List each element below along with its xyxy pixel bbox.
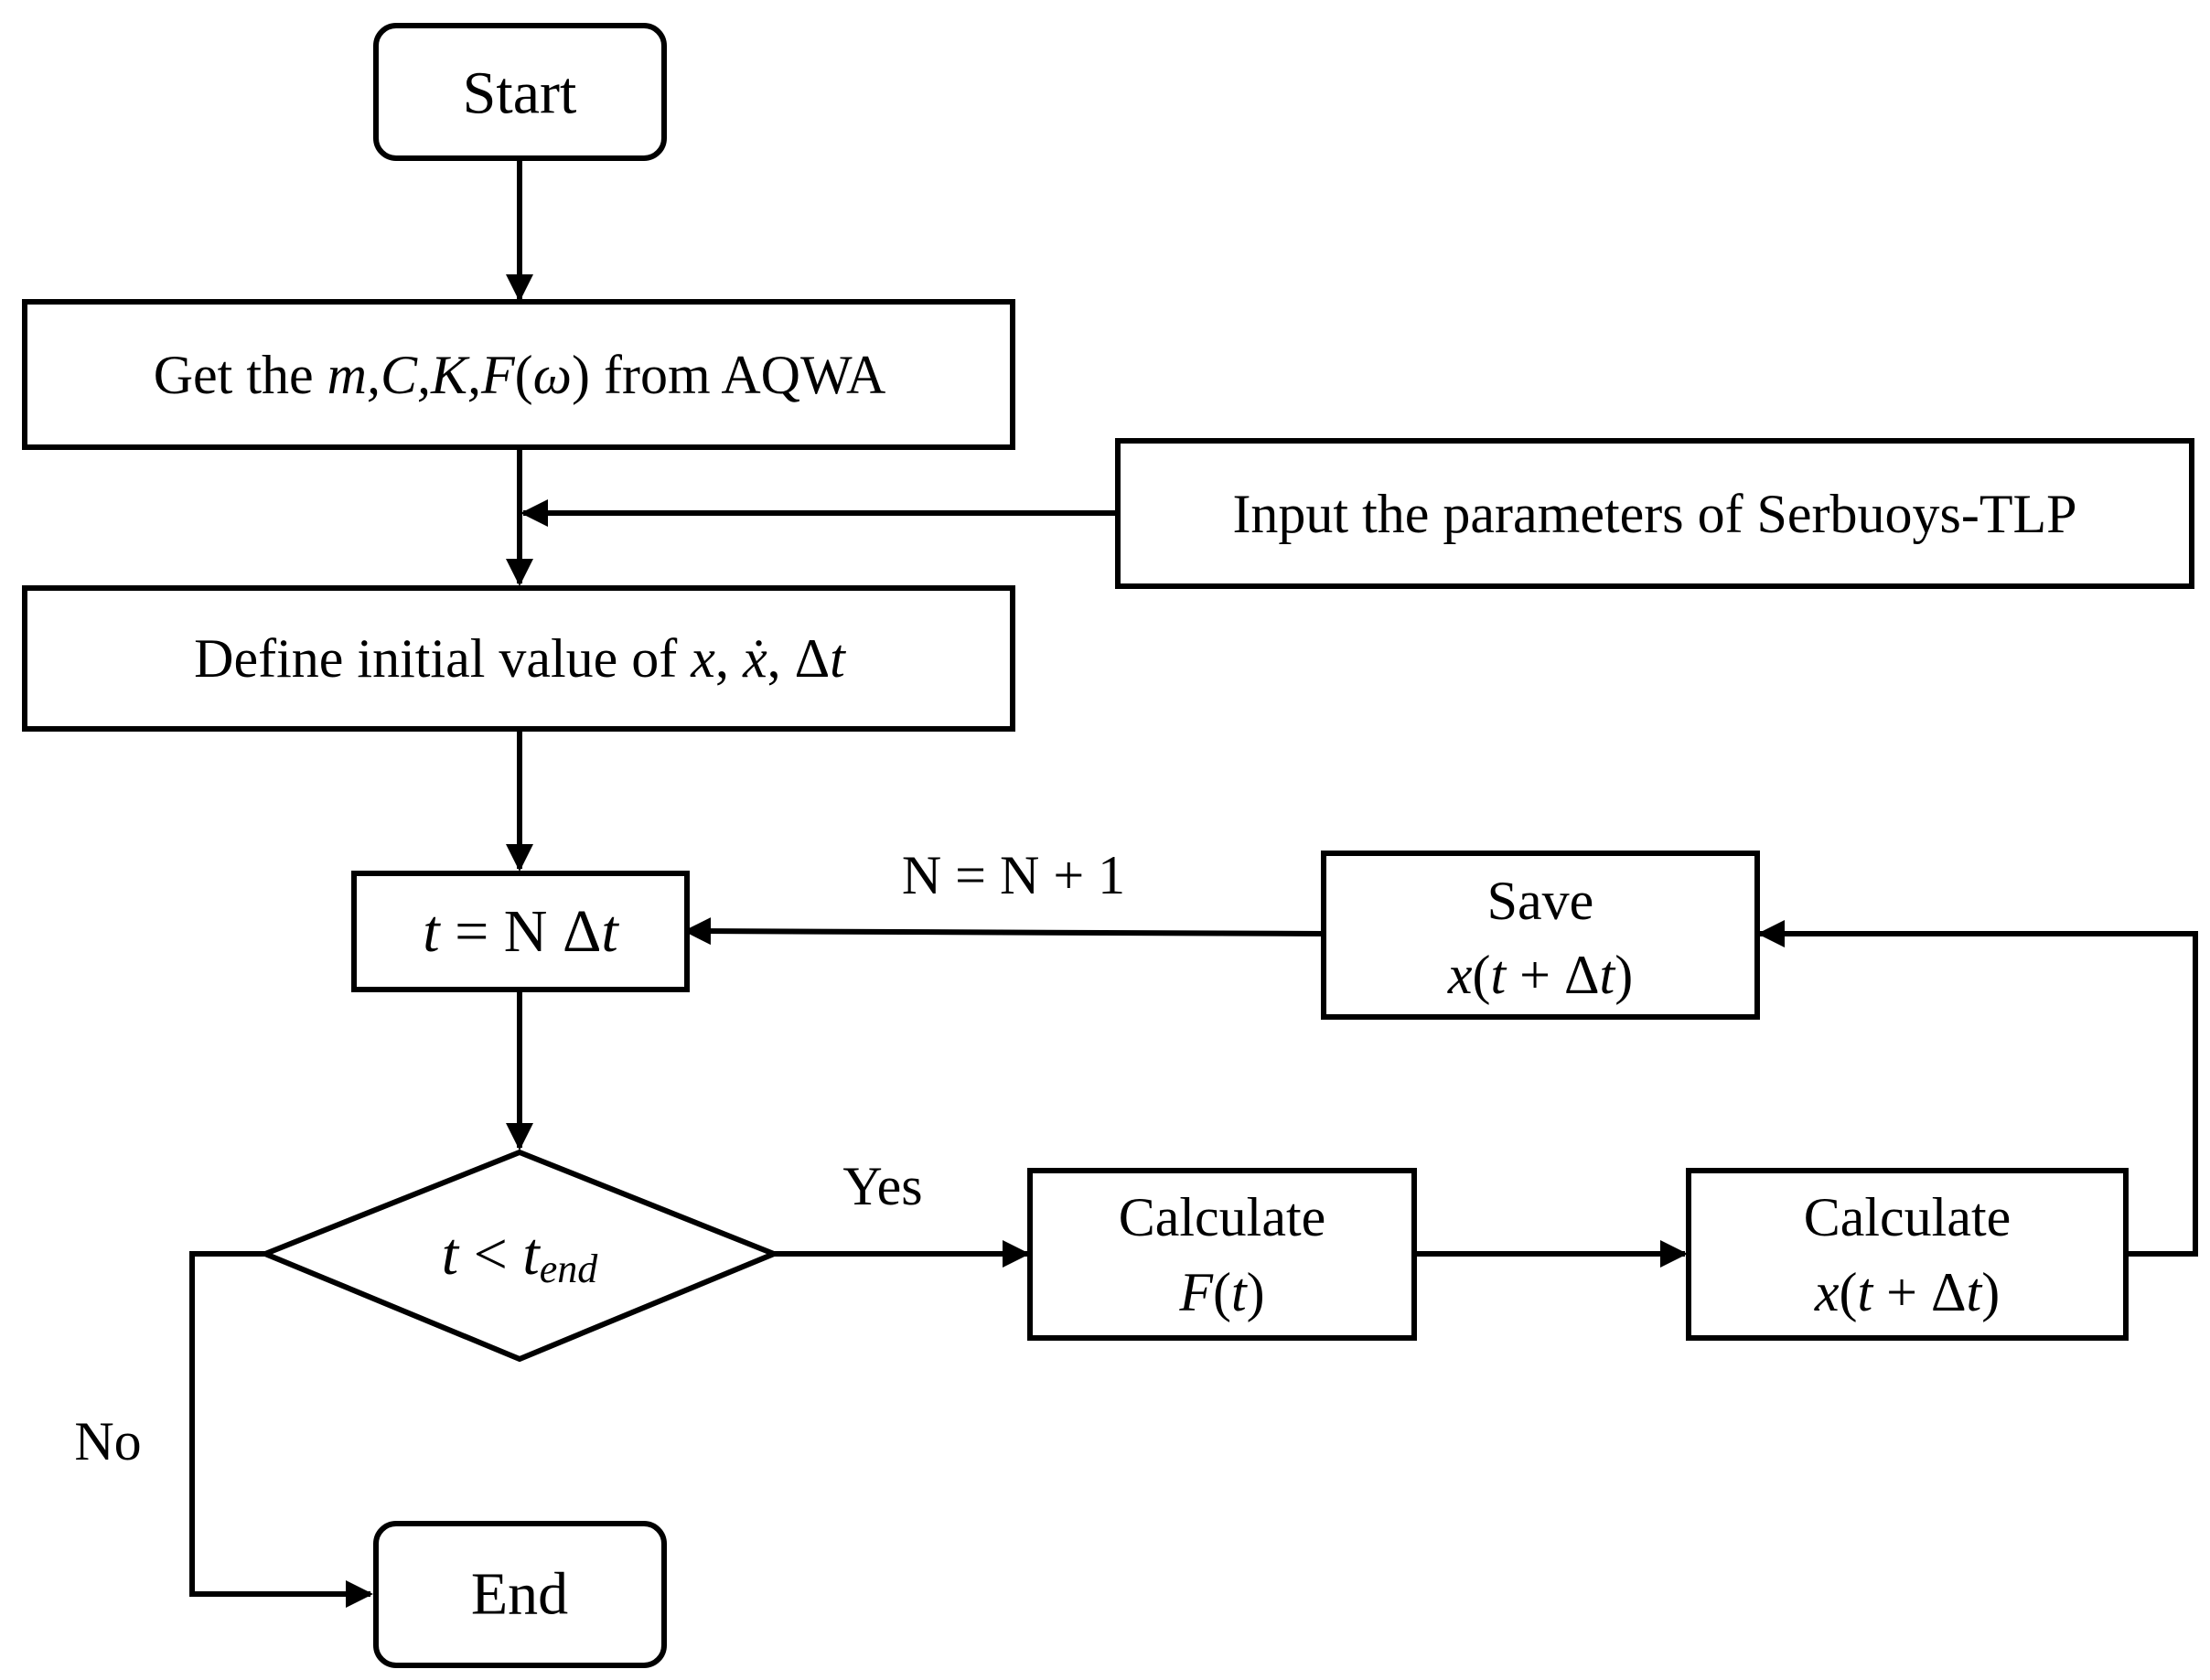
- save-expression: x(t + Δt): [1447, 945, 1633, 1005]
- calc-force-node: Calculate F(t): [1027, 1168, 1417, 1341]
- end-node: End: [373, 1521, 667, 1668]
- define-initial-node: Define initial value of x, ẋ, Δt: [22, 585, 1015, 732]
- input-params-label: Input the parameters of Serbuoys-TLP: [1232, 484, 2076, 544]
- no-label: No: [74, 1411, 141, 1471]
- start-node: Start: [373, 23, 667, 161]
- input-params-node: Input the parameters of Serbuoys-TLP: [1115, 438, 2194, 589]
- save-node: Save x(t + Δt): [1321, 851, 1760, 1020]
- save-label: Save: [1487, 871, 1594, 931]
- calc-disp-node: Calculate x(t + Δt): [1686, 1168, 2129, 1341]
- calc-force-expression: F(t): [1178, 1262, 1264, 1322]
- arrow-no-to-end: [189, 1251, 373, 1608]
- define-initial-label: Define initial value of x, ẋ, Δt: [194, 628, 846, 689]
- time-step-node: t = N Δt: [351, 871, 690, 992]
- get-params-node: Get the m,C,K,F(ω) from AQWA: [22, 299, 1015, 450]
- arrow-save-to-step: [683, 917, 1325, 946]
- time-step-label: t = N Δt: [423, 898, 619, 965]
- start-label: Start: [463, 60, 577, 127]
- get-params-label: Get the m,C,K,F(ω) from AQWA: [154, 345, 886, 405]
- calc-disp-label: Calculate: [1804, 1187, 2012, 1247]
- decision-label: t < tend: [442, 1221, 598, 1291]
- increment-label: N = N + 1: [902, 845, 1125, 905]
- end-label: End: [471, 1561, 568, 1628]
- calc-disp-expression: x(t + Δt): [1814, 1262, 2000, 1322]
- arrow-disp-to-save: [1757, 920, 2198, 1257]
- yes-label: Yes: [842, 1156, 922, 1216]
- connectors: [189, 158, 2198, 1608]
- decision-node: t < tend: [258, 1149, 781, 1363]
- calc-force-label: Calculate: [1119, 1187, 1326, 1247]
